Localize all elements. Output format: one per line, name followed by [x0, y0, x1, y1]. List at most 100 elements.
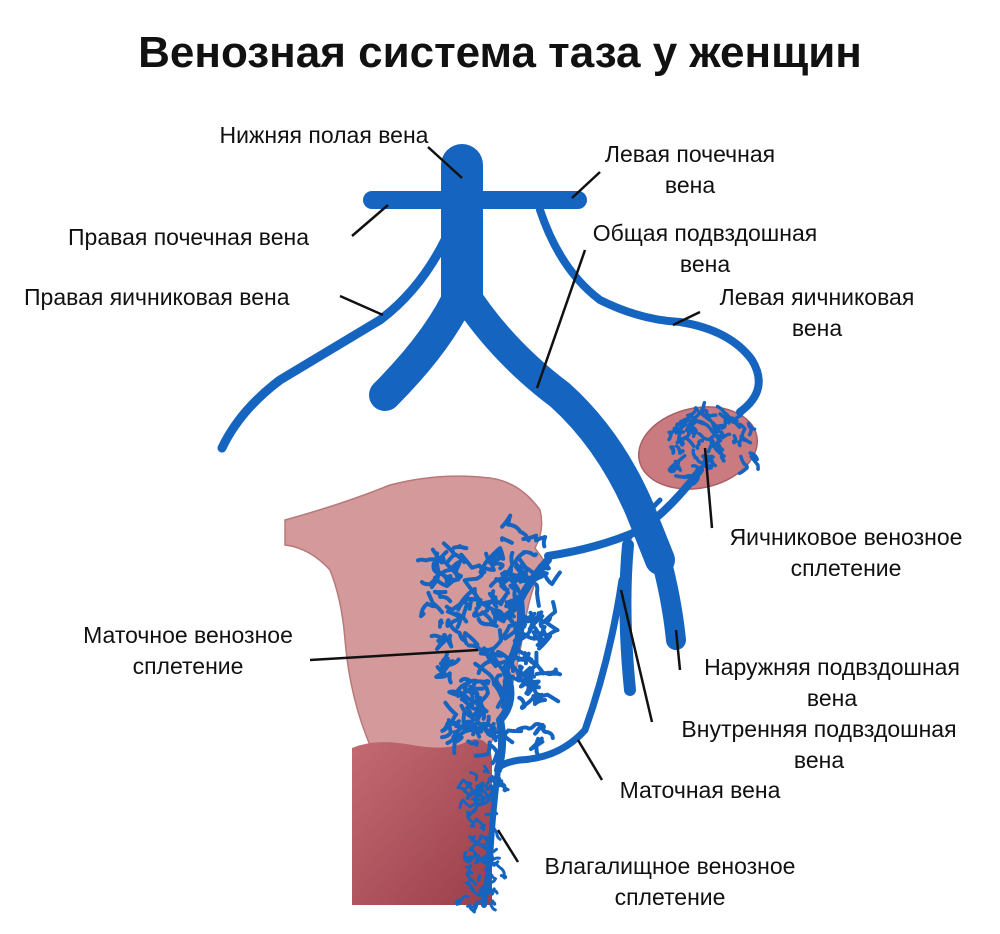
plexus-vessel [454, 721, 478, 737]
plexus-vessel [465, 595, 483, 602]
plexus-vessel [472, 608, 490, 618]
plexus-vessel [498, 567, 514, 595]
plexus-vessel [480, 714, 498, 743]
plexus-vessel [440, 719, 461, 733]
plexus-vessel [479, 777, 496, 792]
plexus-vessel [476, 617, 499, 629]
plexus-vessel [434, 665, 447, 679]
plexus-vessel [489, 628, 504, 658]
plexus-vessel [469, 817, 481, 828]
plexus-vessel [724, 416, 739, 423]
plexus-vessel [683, 474, 697, 480]
leader-uterine-plexus [309, 648, 479, 662]
plexus-vessel [426, 590, 445, 615]
plexus-vessel [473, 661, 498, 686]
plexus-vessel [508, 583, 519, 604]
label-line: вена [807, 685, 857, 711]
plexus-vessel [467, 807, 478, 817]
plexus-vessel [445, 618, 460, 628]
plexus-vessel [455, 894, 470, 906]
plexus-vessel [468, 679, 490, 697]
label-line: Левая почечная [605, 141, 775, 167]
plexus-vessel [468, 835, 483, 852]
plexus-vessel [731, 433, 738, 445]
plexus-vessel [500, 536, 514, 545]
plexus-vessel [541, 615, 560, 639]
plexus-vessel [433, 574, 456, 588]
plexus-vessel [516, 722, 546, 735]
label-uterine-vein: Маточная вена [620, 777, 781, 803]
label-line: Правая яичниковая вена [24, 284, 290, 310]
label-line: Правая почечная вена [68, 224, 309, 250]
plexus-vessel [478, 820, 487, 832]
plexus-vessel [491, 682, 511, 709]
plexus-vessel [437, 618, 444, 629]
plexus-vessel [462, 570, 485, 595]
external-iliac-vein [650, 545, 686, 650]
plexus-vessel [686, 410, 697, 422]
plexus-vessel [445, 609, 469, 630]
plexus-vessel [505, 550, 515, 575]
label-line: Маточное венозное [83, 622, 293, 648]
plexus-vessel [487, 794, 497, 806]
plexus-vessel [466, 643, 483, 652]
plexus-vessel [416, 549, 449, 564]
plexus-vessel [710, 423, 721, 446]
plexus-vessel [517, 695, 527, 710]
plexus-vessel [689, 427, 698, 439]
plexus-vessel [500, 513, 531, 543]
plexus-vessel [482, 844, 498, 856]
leader-ovarian-plexus [703, 447, 714, 529]
label-line: Маточная вена [620, 777, 781, 803]
plexus-vessel [467, 835, 479, 846]
plexus-vessel [513, 550, 528, 577]
plexus-vessel [532, 630, 547, 647]
plexus-vessel [492, 561, 505, 571]
plexus-vessel [495, 659, 528, 686]
plexus-vessel [448, 622, 466, 643]
plexus-vessel [737, 422, 747, 442]
plexus-vessel [484, 835, 491, 846]
plexus-vessel [487, 873, 497, 892]
plexus-vessel [487, 591, 509, 607]
plexus-vessel [487, 742, 500, 766]
leader-common-iliac [535, 249, 587, 389]
plexus-vessel [442, 656, 461, 672]
plexus-vessel [521, 610, 544, 626]
leader-left-ovarian [672, 310, 701, 327]
plexus-vessel [465, 871, 478, 886]
plexus-vessel [519, 650, 539, 678]
plexus-vessel [678, 419, 684, 426]
plexus-vessel [489, 899, 497, 912]
plexus-vessel [484, 811, 499, 817]
plexus-vessel [714, 418, 728, 430]
label-line: Наружняя подвздошная [704, 654, 960, 680]
label-line: Общая подвздошная [593, 220, 817, 246]
plexus-vessel [748, 451, 760, 472]
plexus-vessel [474, 703, 485, 722]
plexus-vessel [464, 863, 473, 874]
plexus-vessel [509, 577, 524, 595]
plexus-vessel [418, 601, 437, 619]
plexus-vessel [462, 631, 480, 647]
plexus-vessel [692, 400, 707, 421]
plexus-vessel [515, 626, 534, 649]
leader-uterine-vein [576, 739, 604, 781]
plexus-vessel [713, 429, 732, 440]
plexus-vessel [522, 574, 545, 598]
plexus-vessel [484, 867, 493, 883]
plexus-vessel [679, 424, 691, 441]
plexus-vessel [436, 632, 454, 649]
plexus-vessel [435, 671, 453, 685]
plexus-vessel [542, 570, 562, 586]
plexus-vessel [746, 421, 757, 437]
plexus-vessel [494, 673, 509, 696]
label-line: сплетение [615, 884, 726, 910]
label-external-iliac-vein: Наружняя подвздошная вена [704, 654, 960, 711]
plexus-vessel [476, 874, 482, 882]
